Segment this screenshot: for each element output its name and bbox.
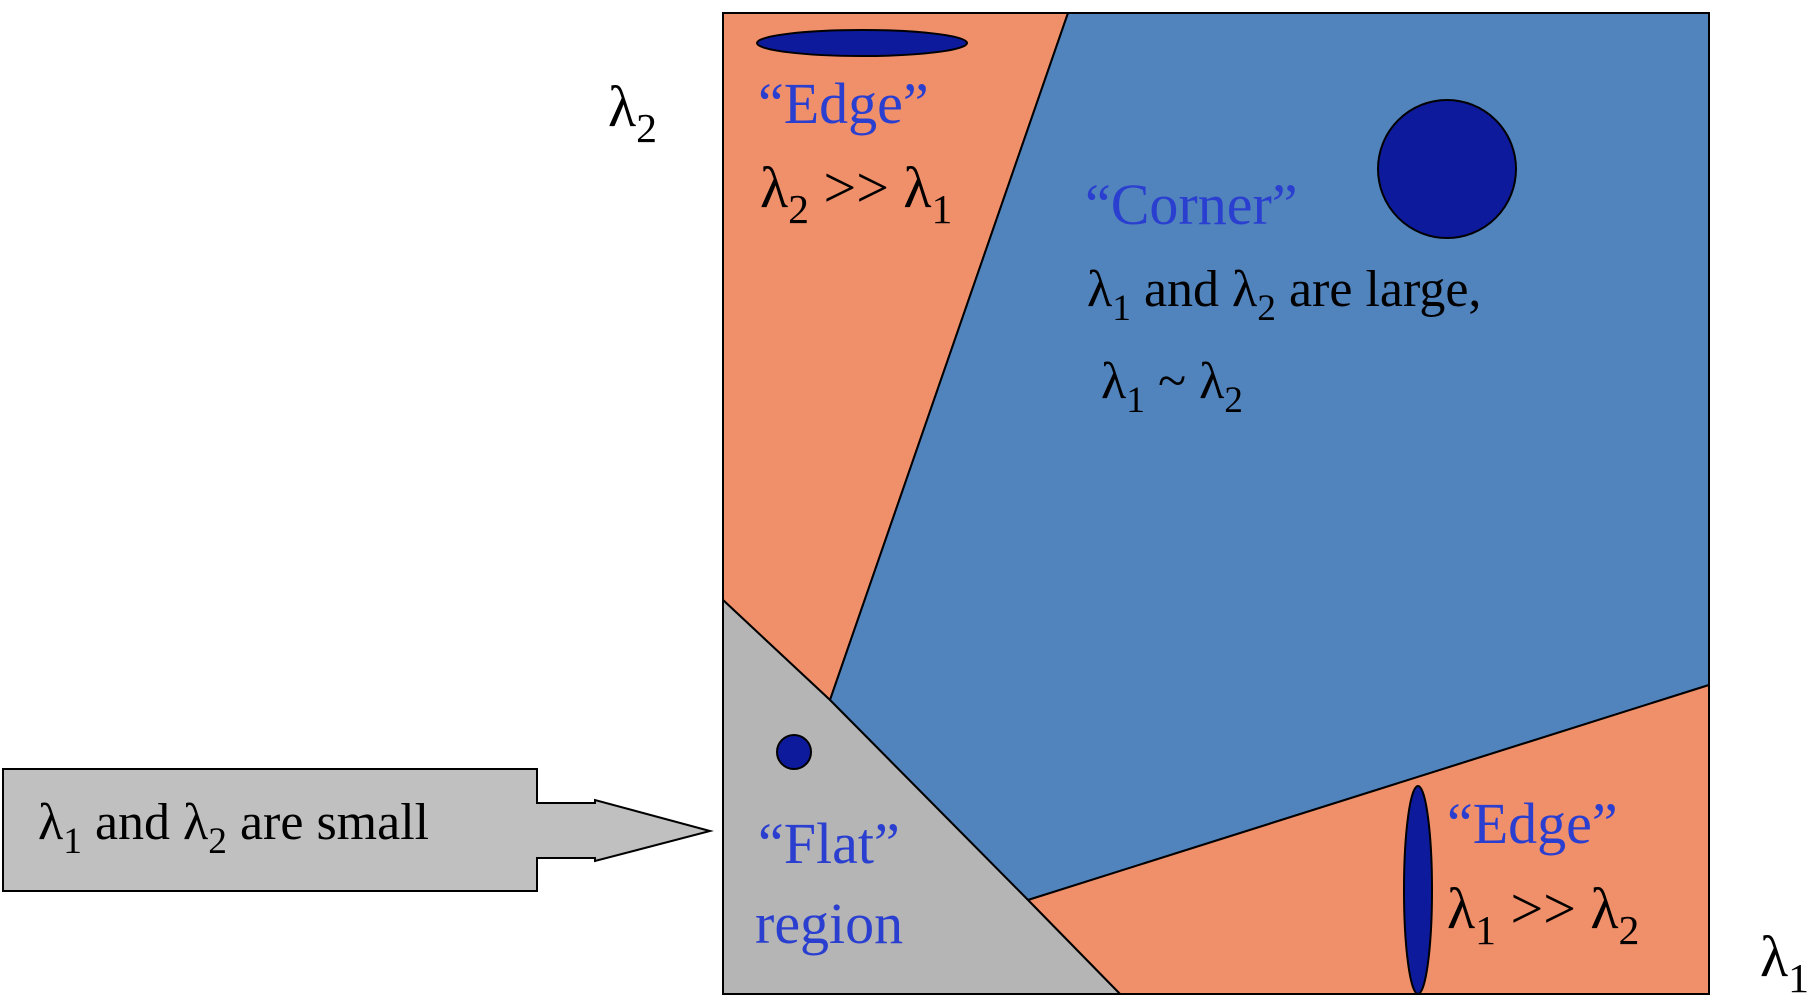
large-circle-marker (1377, 99, 1517, 239)
edge-bottom-condition: λ1 >> λ2 (1447, 876, 1640, 954)
corner-title: “Corner” (1085, 172, 1298, 237)
y-axis-label: λ2 (608, 74, 657, 152)
edge-top-title: “Edge” (758, 71, 929, 136)
flat-subtitle: region (755, 891, 904, 956)
horizontal-ellipse-marker (756, 29, 968, 57)
vertical-ellipse-marker (1403, 785, 1433, 995)
corner-condition-line2: λ1 ~ λ2 (1101, 353, 1244, 422)
corner-condition-line1: λ1 and λ2 are large, (1087, 261, 1482, 330)
x-axis-label: λ1 (1760, 924, 1809, 1002)
edge-bottom-title: “Edge” (1447, 791, 1618, 856)
flat-title: “Flat” (758, 811, 900, 876)
callout-arrow (2, 768, 714, 892)
edge-top-condition: λ2 >> λ1 (760, 155, 953, 233)
callout-text: λ1 and λ2 are small (38, 794, 430, 863)
small-circle-marker (776, 734, 812, 770)
plot-frame (722, 12, 1710, 995)
